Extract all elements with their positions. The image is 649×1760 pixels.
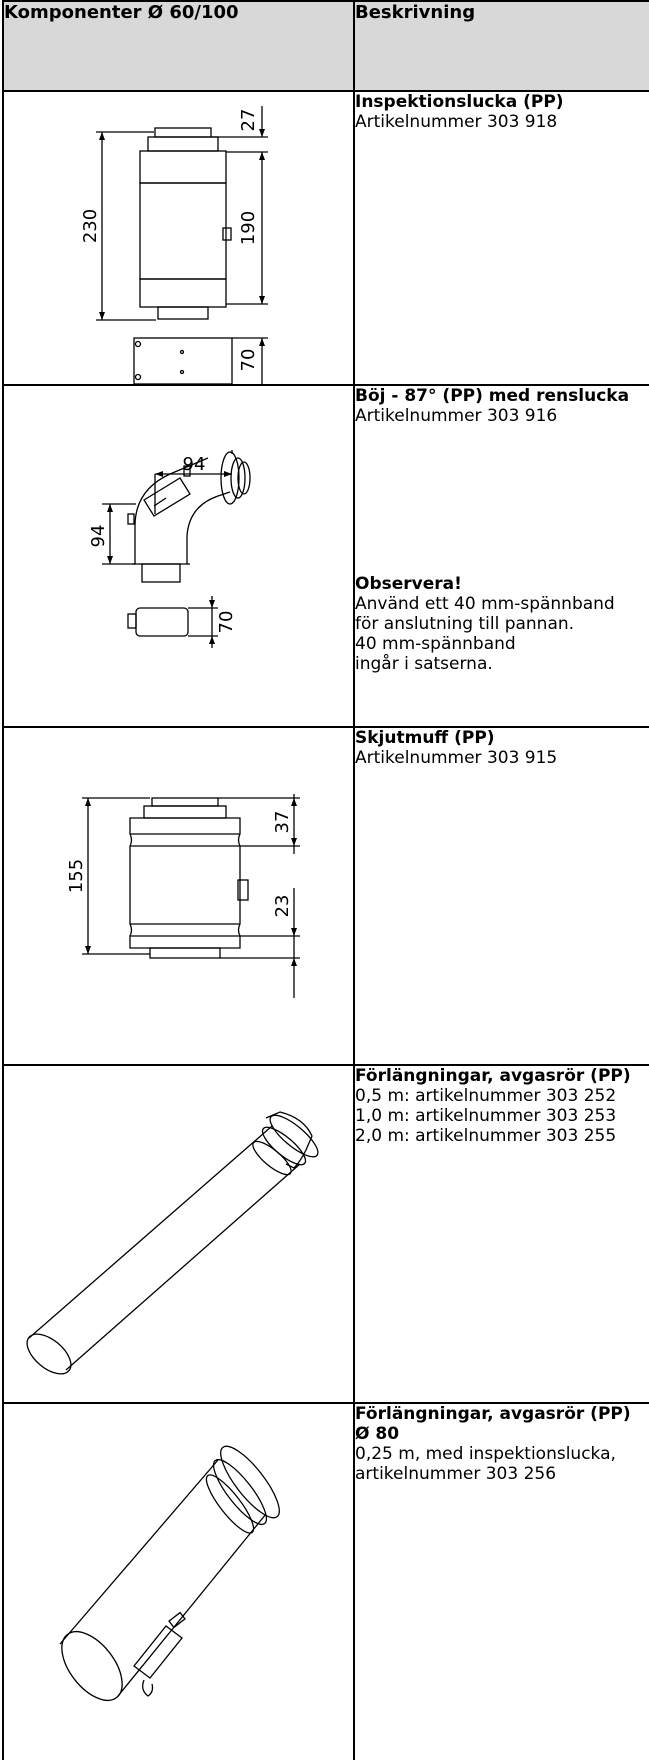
header-components: Komponenter Ø 60/100 [2, 0, 355, 92]
description-inspection-hatch: Inspektionslucka (PP) Artikelnummer 303 … [353, 90, 649, 386]
figure-bend-87: 94 94 70 [2, 384, 355, 728]
item-line: 1,0 m: artikelnummer 303 253 [355, 1106, 617, 1126]
figure-extension-pipe [2, 1064, 355, 1404]
header-description: Beskrivning [353, 0, 649, 92]
note-title: Observera! [355, 574, 462, 594]
item-line: Artikelnummer 303 918 [355, 112, 558, 132]
item-title-diameter: Ø 80 [355, 1424, 400, 1444]
dim-190: 190 [238, 211, 259, 245]
note-line: för anslutning till pannan. [355, 614, 575, 634]
item-line: artikelnummer 303 256 [355, 1464, 557, 1484]
note-line: Använd ett 40 mm-spännband [355, 594, 615, 614]
table-row: Förlängningar, avgasrör (PP) 0,5 m: arti… [2, 1064, 649, 1404]
table-header-row: Komponenter Ø 60/100 Beskrivning [2, 0, 649, 92]
sliding-sleeve-drawing: 155 37 23 [66, 794, 300, 998]
item-line: 0,25 m, med inspektionslucka, [355, 1444, 616, 1464]
table-row: 94 94 70 Böj - 87° (PP) med renslucka Ar… [2, 384, 649, 728]
dim-155: 155 [66, 859, 87, 893]
description-sliding-sleeve: Skjutmuff (PP) Artikelnummer 303 915 [353, 726, 649, 1066]
dim-94-horizontal: 94 [183, 454, 206, 475]
item-title: Inspektionslucka (PP) [355, 92, 564, 112]
note-block: Observera! Använd ett 40 mm-spännband fö… [355, 574, 649, 674]
bend-87-drawing: 94 94 70 [88, 450, 251, 648]
item-line: 0,5 m: artikelnummer 303 252 [355, 1086, 617, 1106]
inspection-hatch-drawing: 27 230 190 70 [80, 106, 268, 385]
description-extension-pipe: Förlängningar, avgasrör (PP) 0,5 m: arti… [353, 1064, 649, 1404]
figure-extension-pipe-hatch [2, 1402, 355, 1760]
dim-37: 37 [272, 811, 293, 834]
figure-sliding-sleeve: 155 37 23 [2, 726, 355, 1066]
extension-pipe-drawing [26, 1111, 319, 1375]
dim-70: 70 [238, 349, 259, 372]
item-title: Förlängningar, avgasrör (PP) [355, 1404, 631, 1424]
item-line: Artikelnummer 303 915 [355, 748, 558, 768]
item-line: Artikelnummer 303 916 [355, 406, 558, 426]
dim-230: 230 [80, 209, 101, 243]
item-title: Skjutmuff (PP) [355, 728, 495, 748]
note-line: 40 mm-spännband [355, 634, 516, 654]
description-extension-pipe-hatch: Förlängningar, avgasrör (PP) Ø 80 0,25 m… [353, 1402, 649, 1760]
dim-27: 27 [238, 109, 259, 132]
item-title: Böj - 87° (PP) med renslucka [355, 386, 630, 406]
note-line: ingår i satserna. [355, 654, 493, 674]
table-row: Förlängningar, avgasrör (PP) Ø 80 0,25 m… [2, 1402, 649, 1760]
description-bend-87: Böj - 87° (PP) med renslucka Artikelnumm… [353, 384, 649, 728]
item-line: 2,0 m: artikelnummer 303 255 [355, 1126, 617, 1146]
item-title: Förlängningar, avgasrör (PP) [355, 1066, 631, 1086]
dim-94-vertical: 94 [88, 525, 109, 548]
figure-inspection-hatch: 27 230 190 70 [2, 90, 355, 386]
dim-70-clamp: 70 [216, 611, 237, 634]
dim-23: 23 [272, 895, 293, 918]
extension-pipe-hatch-drawing [59, 1445, 280, 1701]
table-row: 155 37 23 Skjutmuff (PP) Artikelnummer 3… [2, 726, 649, 1066]
table-row: 27 230 190 70 Inspektionslucka (PP) Arti… [2, 90, 649, 386]
